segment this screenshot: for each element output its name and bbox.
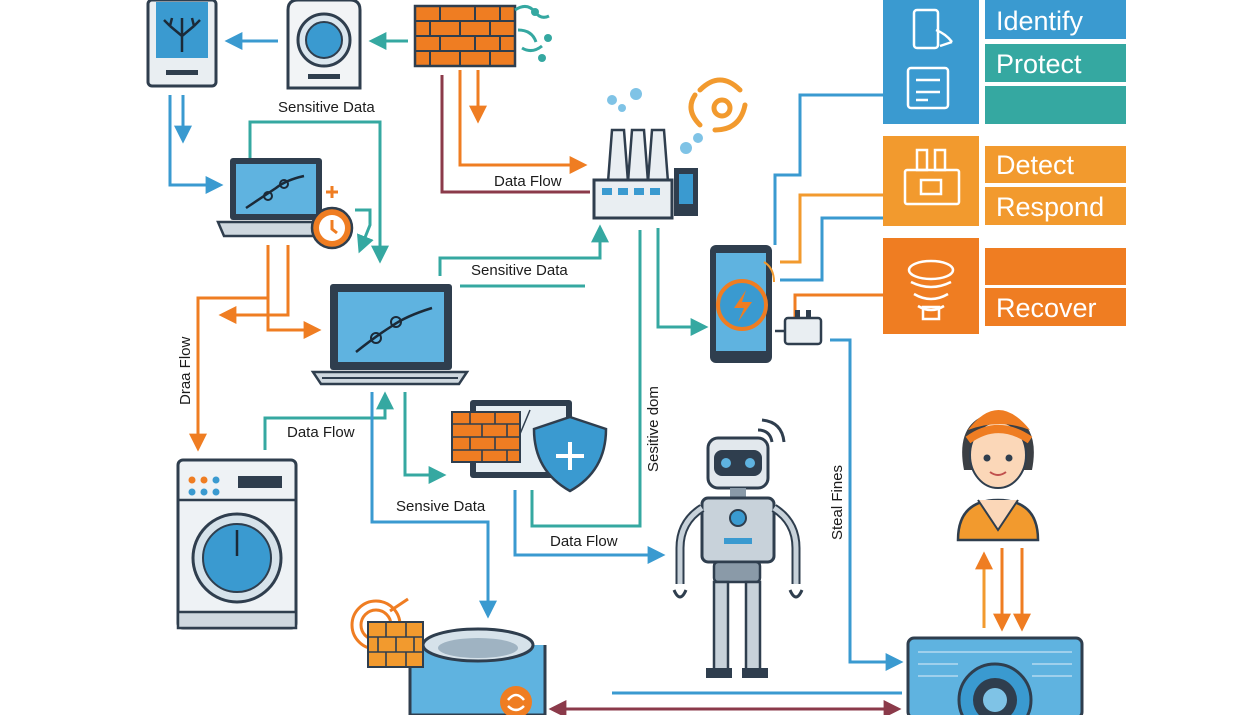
line-teal-factory-to-phone [656,228,709,336]
server-rack-icon [903,148,961,206]
panel-bar-6 [985,288,1126,326]
person-icon [956,410,1040,542]
panel-label-0: Identify [996,6,1084,36]
line-orange-left [218,245,290,324]
gear-icon [688,77,748,133]
label-data-flow-3: Data Flow [550,533,618,550]
database-cylinder-icon [408,627,547,715]
label-data-flow-2: Data Flow [287,424,355,441]
line-firewall-to-factory [458,70,588,174]
spool-icon [907,259,955,321]
firewall-icon [413,4,552,68]
shield-icon [532,415,608,493]
panel-icon-identify-bg [883,0,979,124]
line-teal-washer-bottom [263,391,394,450]
line-blue-panel-to-phone [773,93,883,245]
factory-icon [592,88,703,220]
panel-bar-0 [985,0,1126,39]
label-sensitive-data-1: Sensitive Data [278,99,375,116]
panel-label-1: Protect [996,49,1082,79]
label-sensitive-data-3: Sensive Data [396,498,486,515]
label-steal-fines: Steal Fines [829,465,846,540]
plug-icon [775,310,823,346]
clock-alert-icon [310,186,354,250]
monitor-camera-icon [906,636,1084,715]
robot-icon [672,418,804,678]
line-orange-panel-to-phone [780,193,883,264]
line-blue-panel-phone-2 [780,216,883,282]
line-blue-steal-fines [830,338,904,671]
line-teal-center-down [403,392,447,484]
label-sensitive-dom: Sesitive dom [645,386,662,472]
line-laptop-to-center [355,208,374,254]
label-data-flow-1: Data Flow [494,173,562,190]
line-orange-left-loop [266,245,322,339]
line-blue-center-down [370,392,497,619]
laptop-icon [310,284,470,386]
panel-label-6: Recover [996,293,1097,323]
line-blue-to-robot [513,490,666,564]
label-draa-flow: Draa Flow [177,336,194,405]
label-sensitive-data-2: Sensitive Data [471,262,568,279]
panel-label-3: Detect [996,150,1075,180]
panel-bar-1 [985,44,1126,82]
line-teal-shield-to-factory [530,230,642,528]
panel-bar-4 [985,187,1126,225]
line-server-to-laptop [168,95,224,194]
target-firewall-icon [350,597,424,668]
line-orange-draa [189,296,268,452]
washing-machine-icon [176,458,298,630]
line-teal-center-to-factory [438,224,609,276]
connectors [168,32,1031,715]
panel-bar-5 [985,248,1126,285]
line-firewall-maroon [440,75,590,194]
panel-label-4: Respond [996,192,1104,222]
laptop-icon [216,158,336,238]
washing-machine-icon [286,0,362,90]
line-teal-loop-top [248,120,389,264]
tree-network-icon [146,0,218,88]
panel-bar-3 [985,146,1126,183]
clipboard-icon [906,8,953,110]
smartphone-bolt-icon [710,245,775,363]
panel-bar-2 [985,86,1126,124]
